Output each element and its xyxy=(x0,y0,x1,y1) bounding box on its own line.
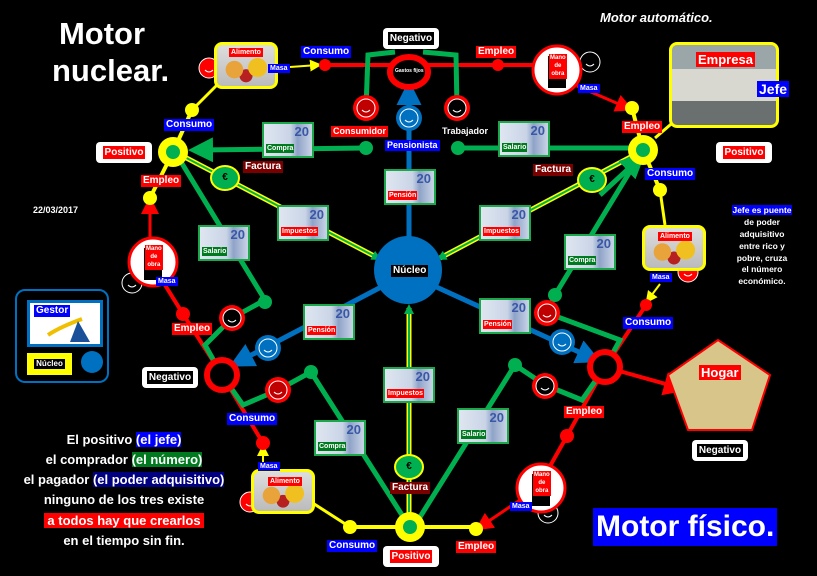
state-positive-bottom: Positivo xyxy=(383,546,439,567)
invoice-circles xyxy=(210,165,607,480)
label-empleo: Empleo xyxy=(476,46,517,58)
label-consumidor: Consumidor xyxy=(331,126,388,137)
label-empresa: Empresa xyxy=(696,52,755,67)
label-masa: Masa xyxy=(578,84,600,93)
state-positive-left: Positivo xyxy=(96,142,152,163)
legend-nucleus-dot xyxy=(81,351,103,373)
label-factura: Factura xyxy=(243,161,284,173)
quote-text: El positivo (el jefe) el comprador (el n… xyxy=(23,432,225,548)
title-motor-automatico: Motor automático. xyxy=(600,10,713,25)
state-negative-right: Negativo xyxy=(692,440,748,461)
euro-icon: € xyxy=(589,174,595,185)
label-trabajador: Trabajador xyxy=(442,126,489,136)
label-consumo: Consumo xyxy=(301,46,352,58)
label-consumo: Consumo xyxy=(164,119,215,131)
title-motor-fisico: Motor físico. xyxy=(593,508,778,546)
positive-hubs xyxy=(158,135,658,542)
label-empleo: Empleo xyxy=(564,406,605,418)
home-image xyxy=(666,338,772,431)
label-masa: Masa xyxy=(258,462,280,471)
label-pensionista: Pensionista xyxy=(385,140,440,151)
tax-agency-logo: Gestor xyxy=(27,300,103,347)
label-gastos-fijos: Gastos fijos xyxy=(395,68,424,74)
label-jefe: Jefe xyxy=(757,81,790,97)
label-consumo: Consumo xyxy=(623,317,674,329)
label-masa: Masa xyxy=(510,502,532,511)
flow-dots xyxy=(143,59,667,536)
label-alimento: Alimento xyxy=(229,48,263,57)
state-negative-left: Negativo xyxy=(142,367,198,388)
state-positive-right: Positivo xyxy=(716,142,772,163)
smiley-icons xyxy=(121,51,699,524)
state-negative-top: Negativo xyxy=(383,28,439,49)
label-nucleo: Núcleo xyxy=(391,265,429,277)
label-empleo: Empleo xyxy=(456,541,497,553)
label-masa: Masa xyxy=(156,277,178,286)
label-hogar: Hogar xyxy=(699,365,741,380)
label-alimento: Alimento xyxy=(268,477,302,486)
euro-icon: € xyxy=(222,172,228,183)
negative-hubs xyxy=(204,54,623,393)
label-masa: Masa xyxy=(268,64,290,73)
label-empleo: Empleo xyxy=(141,175,182,187)
label-empleo: Empleo xyxy=(622,121,663,133)
label-alimento: Alimento xyxy=(658,232,692,241)
legend-box: Gestor Núcleo xyxy=(15,289,109,383)
label-empleo: Empleo xyxy=(172,323,213,335)
food-basket-image xyxy=(251,469,315,514)
euro-icon: € xyxy=(406,461,412,472)
date: 22/03/2017 xyxy=(33,205,79,215)
label-consumo: Consumo xyxy=(227,413,278,425)
label-factura: Factura xyxy=(390,482,431,494)
legend-nucleus-label: Núcleo xyxy=(27,353,72,375)
label-consumo: Consumo xyxy=(327,540,378,552)
label-consumo: Consumo xyxy=(645,168,696,180)
label-factura: Factura xyxy=(533,164,574,176)
label-masa: Masa xyxy=(650,273,672,282)
